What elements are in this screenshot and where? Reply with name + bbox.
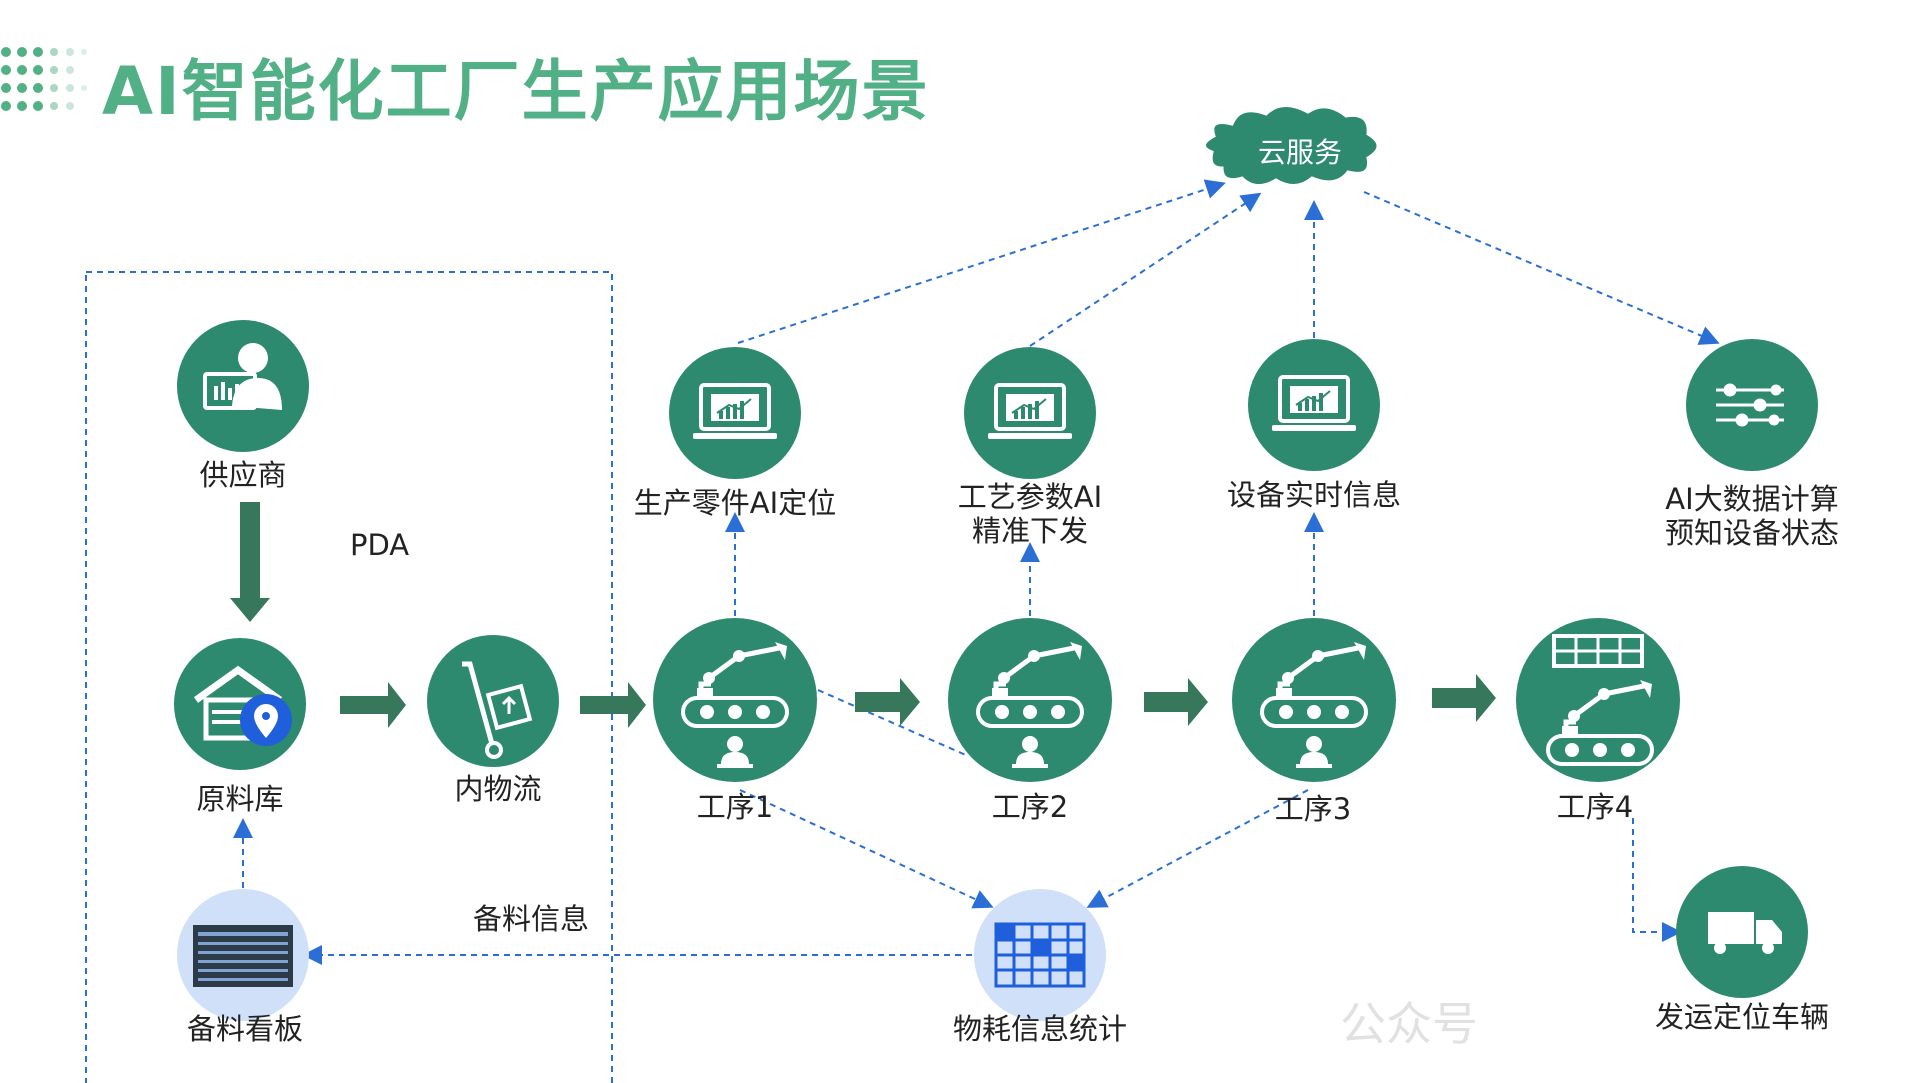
arrow-step2-to-step3	[1144, 678, 1208, 726]
logistics-label: 内物流	[454, 772, 542, 806]
title-dots-decoration	[0, 44, 88, 120]
connector-step3-to-stats	[1086, 789, 1309, 908]
arrow-step1-to-step2	[855, 678, 920, 726]
device-info-label: 设备实时信息	[1226, 478, 1401, 512]
solar-panel-icon	[1552, 634, 1644, 668]
step3-label: 工序3	[1274, 792, 1352, 826]
pda-label: PDA	[350, 528, 410, 562]
material-stats-label: 物耗信息统计	[952, 1012, 1127, 1046]
bigdata-label-line1: AI大数据计算	[1665, 482, 1839, 516]
connector-step1-to-step2	[817, 689, 969, 757]
param-ai-node	[964, 347, 1096, 479]
truck-label: 发运定位车辆	[1654, 1000, 1829, 1034]
step2-label: 工序2	[991, 790, 1069, 824]
cloud-icon	[1203, 104, 1380, 187]
connector-step4-to-truck	[1632, 818, 1682, 942]
arrow-supplier-to-warehouse	[230, 502, 270, 622]
part-ai-node	[669, 347, 801, 479]
step3-node	[1232, 618, 1396, 782]
warehouse-node	[174, 638, 306, 770]
arrow-warehouse-to-logistics	[340, 682, 406, 728]
beiliao-info-label: 备料信息	[473, 902, 590, 936]
step4-node	[1516, 618, 1680, 782]
truck-node	[1676, 866, 1808, 998]
connector-cloud-to-bigdata	[1363, 191, 1720, 345]
param-ai-label-line2: 精准下发	[971, 514, 1088, 548]
supplier-label: 供应商	[199, 458, 287, 492]
watermark-text: 公众号	[1340, 997, 1478, 1051]
truck-icon	[1708, 912, 1782, 954]
cloud-service-label: 云服务	[1258, 136, 1343, 169]
connector-part-ai-to-cloud	[737, 179, 1226, 344]
step1-node	[653, 618, 817, 782]
connector-param-ai-to-cloud	[1029, 192, 1262, 347]
param-ai-label-line1: 工艺参数AI	[957, 480, 1103, 514]
board-node	[177, 889, 309, 1021]
step1-label: 工序1	[696, 790, 774, 824]
logistics-node	[427, 635, 559, 767]
supplier-node	[177, 320, 309, 452]
part-ai-label: 生产零件AI定位	[633, 486, 837, 520]
device-info-node	[1248, 339, 1380, 471]
bigdata-node	[1686, 339, 1818, 471]
circuit-icon	[1716, 383, 1784, 427]
dashed-connectors	[233, 179, 1720, 965]
connector-step1-to-stats	[739, 789, 994, 909]
arrow-logistics-to-step1	[580, 682, 646, 728]
bigdata-label-line2: 预知设备状态	[1664, 516, 1839, 550]
step4-label: 工序4	[1556, 790, 1634, 824]
page-title: AI智能化工厂生产应用场景	[102, 53, 930, 130]
flow-arrows	[230, 502, 1496, 728]
board-label: 备料看板	[186, 1012, 303, 1046]
step2-node	[948, 618, 1112, 782]
arrow-step3-to-step4	[1432, 674, 1496, 722]
warehouse-label: 原料库	[196, 782, 284, 816]
material-stats-node	[974, 889, 1106, 1021]
